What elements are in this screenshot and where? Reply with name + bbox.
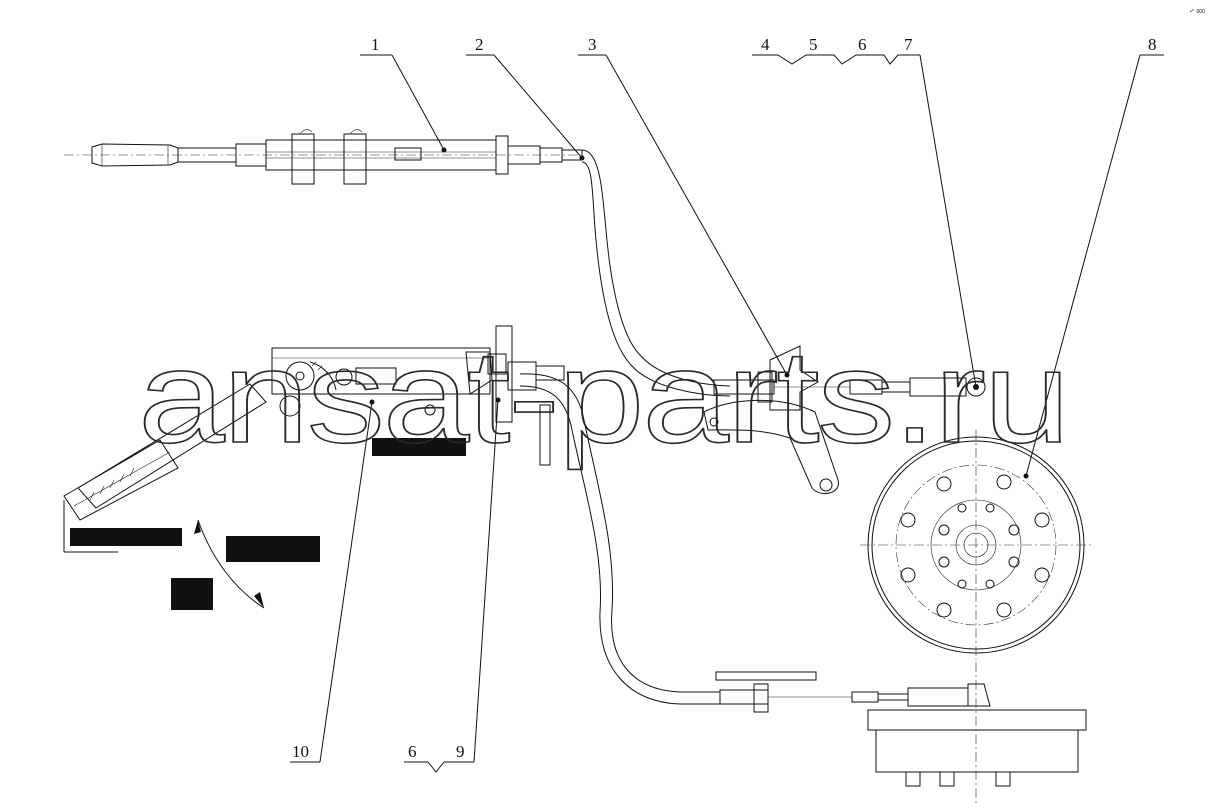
drum-bolt-holes	[900, 474, 1050, 618]
redaction-blocks	[70, 438, 466, 610]
hand-lever-handle	[63, 383, 267, 553]
callout-3: 3	[588, 35, 597, 54]
corner-mark: •° 000	[1190, 9, 1205, 15]
callout-10: 10	[292, 742, 309, 761]
callout-1: 1	[371, 35, 380, 54]
callout-8: 8	[1148, 35, 1157, 54]
callout-numbers: 1 2 3 4 5 6 7 8 6 9 10	[292, 35, 1157, 761]
callout-5: 5	[809, 35, 818, 54]
brake-drum-front-view	[860, 430, 1092, 660]
callout-4: 4	[761, 35, 770, 54]
brake-drum-side-view	[715, 662, 1087, 806]
arrowhead-icon	[194, 520, 201, 534]
callout-7: 7	[904, 35, 913, 54]
watermark: ansat-parts.ru	[138, 323, 1068, 470]
lower-lever-mechanism	[271, 325, 565, 466]
equalizer-bracket	[703, 345, 986, 495]
callout-9: 9	[456, 742, 465, 761]
callout-6-top: 6	[858, 35, 867, 54]
leader-lines	[290, 54, 1164, 773]
callout-6-bottom: 6	[408, 742, 417, 761]
brake-lever-assembly	[64, 129, 583, 185]
arrowhead-icon	[254, 592, 264, 608]
brake-cable-lower	[519, 373, 720, 705]
motion-arrow	[197, 519, 265, 609]
brake-cable-upper	[581, 149, 731, 397]
callout-2: 2	[475, 35, 484, 54]
